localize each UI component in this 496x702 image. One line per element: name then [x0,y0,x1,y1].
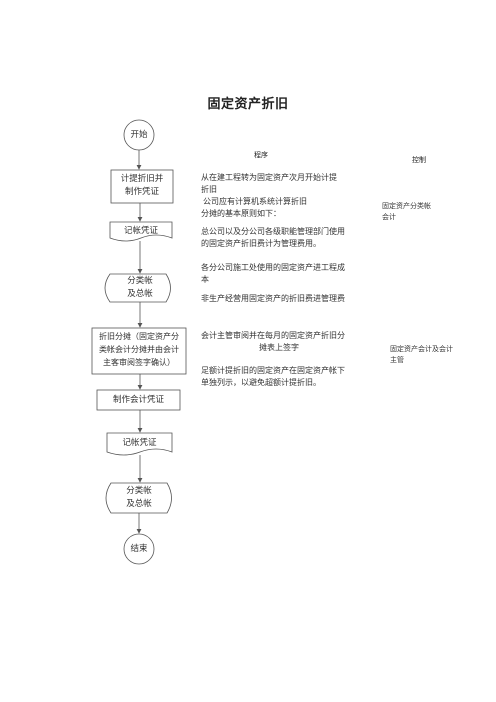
procedure-step-1-line-1: 从在建工程转为固定资产次月开始计提 [201,173,337,182]
ledger-shape-1 [104,273,171,303]
start-label: 开始 [130,130,148,140]
procedure-step-2: 公司应有计算机系统计算折旧 分摊的基本原则如下： [201,196,366,220]
control-item-2: 固定资产会计及会计 主管 [390,344,470,366]
procedure-step-1-line-2: 折旧 [201,185,217,194]
voucher-box-label: 制作会计凭证 [112,395,164,405]
procedure-step-7-line-1: 足额计提折旧的固定资产在固定资产帐下 [201,366,345,375]
control-item-2-line-2: 主管 [390,356,404,364]
ledger-2-line-2: 及总帐 [126,499,152,509]
procedure-step-4-line-1: 各分公司施工处使用的固定资产进工程成 [201,263,345,272]
accrue-line-1: 计提折旧并 [120,174,164,184]
control-item-1-line-1: 固定资产分类帐 [382,202,431,210]
voucher-1-label: 记帐凭证 [123,226,158,236]
procedure-step-6: 会计主管审阅并在每月的固定资产折旧分 摊表上签字 [201,330,366,354]
procedure-step-3: 总公司以及分公司各级职能管理部门使用 的固定资产折旧费计为管理费用。 [201,226,366,250]
ledger-1-text: 分类帐 及总帐 [110,275,170,301]
allocate-box-text: 折旧分摊（固定资产分 类帐会计分摊并由会计 主客审阅签字确认） [92,330,186,369]
allocate-line-2: 类帐会计分摊并由会计 [99,345,179,354]
control-item-2-line-1: 固定资产会计及会计 [390,345,453,353]
document-voucher-1 [109,221,173,242]
ledger-shape-2 [105,482,172,514]
process-box-allocate [91,327,187,375]
procedure-step-5: 非生产经营用固定资产的折旧费进管理费 [201,294,345,303]
page-title: 固定资产折旧 [207,97,289,112]
end-terminal [123,533,155,565]
ledger-2-text: 分类帐 及总帐 [111,485,167,511]
document-voucher-2 [106,432,173,456]
accrue-box-text: 计提折旧并 制作凭证 [111,173,173,199]
procedure-step-4-line-2: 本 [201,275,209,284]
ledger-2-line-1: 分类帐 [126,486,152,496]
procedure-step-7-line-2: 单独列示，以避免超额计提折旧。 [201,378,321,387]
voucher-2-label: 记帐凭证 [122,438,157,448]
ledger-1-line-1: 分类帐 [127,276,153,286]
procedure-step-3-line-2: 的固定资产折旧费计为管理费用。 [201,239,321,248]
process-box-accrue [110,169,174,204]
procedure-step-6-line-2: 摊表上签字 [259,343,299,352]
accrue-line-2: 制作凭证 [124,187,159,197]
control-header: 控制 [412,156,426,164]
allocate-line-3: 主客审阅签字确认） [103,358,175,367]
process-box-voucher [96,389,181,411]
end-label: 结束 [130,544,148,554]
procedure-step-2-line-2: 分摊的基本原则如下： [201,209,281,218]
procedure-step-7: 足额计提折旧的固定资产在固定资产帐下 单独列示，以避免超额计提折旧。 [201,365,366,389]
procedure-header: 程序 [254,151,268,159]
procedure-step-2-line-1: 公司应有计算机系统计算折旧 [203,197,307,206]
procedure-step-1: 从在建工程转为固定资产次月开始计提 折旧 [201,172,366,196]
procedure-step-6-line-1: 会计主管审阅并在每月的固定资产折旧分 [201,331,345,340]
control-item-1-line-2: 会计 [382,213,396,221]
procedure-step-3-line-1: 总公司以及分公司各级职能管理部门使用 [201,227,345,236]
allocate-line-1: 折旧分摊（固定资产分 [99,332,179,341]
control-item-1: 固定资产分类帐 会计 [382,201,462,223]
ledger-1-line-2: 及总帐 [127,289,153,299]
procedure-step-4: 各分公司施工处使用的固定资产进工程成 本 [201,262,366,286]
